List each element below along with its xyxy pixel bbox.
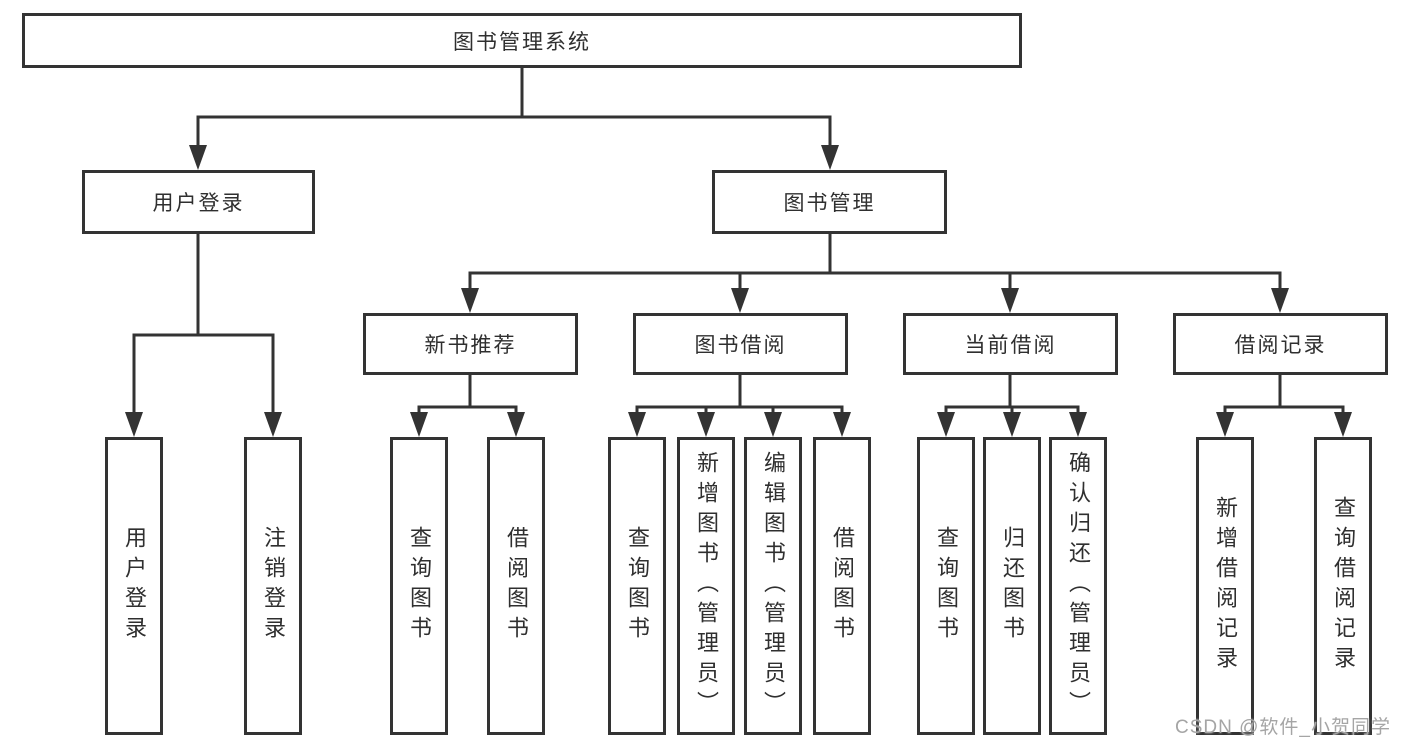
node-user-login: 用户登录	[82, 170, 315, 234]
leaf-query-borrow-record: 查询借阅记录	[1314, 437, 1372, 735]
leaf-add-borrow-record: 新增借阅记录	[1196, 437, 1254, 735]
leaf-confirm-return-admin: 确认归还（管理员）	[1049, 437, 1107, 735]
leaf-query-book-borrow: 查询图书	[608, 437, 666, 735]
leaf-user-login: 用户登录	[105, 437, 163, 735]
node-borrow-record: 借阅记录	[1173, 313, 1388, 375]
node-root: 图书管理系统	[22, 13, 1022, 68]
leaf-query-book-current: 查询图书	[917, 437, 975, 735]
leaf-borrow-book: 借阅图书	[813, 437, 871, 735]
leaf-edit-book-admin: 编辑图书（管理员）	[744, 437, 802, 735]
leaf-borrow-book-recommend: 借阅图书	[487, 437, 545, 735]
node-current-borrow: 当前借阅	[903, 313, 1118, 375]
leaf-logout: 注销登录	[244, 437, 302, 735]
leaf-query-book-recommend: 查询图书	[390, 437, 448, 735]
leaf-add-book-admin: 新增图书（管理员）	[677, 437, 735, 735]
node-new-book-recommend: 新书推荐	[363, 313, 578, 375]
csdn-watermark: CSDN @软件_小贺同学	[1175, 717, 1391, 738]
leaf-return-book: 归还图书	[983, 437, 1041, 735]
node-book-management: 图书管理	[712, 170, 947, 234]
node-book-borrow: 图书借阅	[633, 313, 848, 375]
